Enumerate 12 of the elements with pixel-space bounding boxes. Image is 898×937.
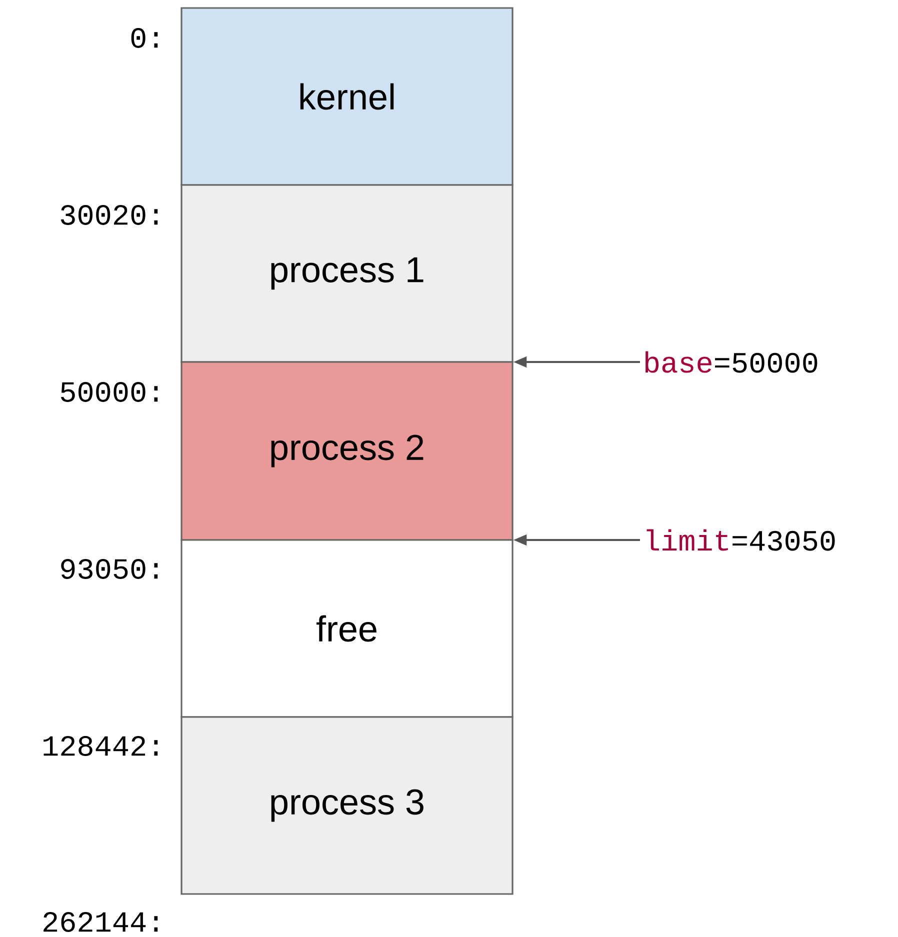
address-label: 50000: xyxy=(60,382,158,402)
memory-block: free xyxy=(180,539,514,718)
memory-block: kernel xyxy=(180,7,514,186)
memory-block: process 2 xyxy=(180,361,514,541)
address-label: 93050: xyxy=(61,559,158,579)
register-label: base=50000 xyxy=(646,351,818,373)
address-label: 30020: xyxy=(60,205,158,225)
register-label: limit=43050 xyxy=(646,529,835,551)
memory-block: process 1 xyxy=(180,184,514,363)
memory-block: process 3 xyxy=(180,716,514,895)
address-label: 262144: xyxy=(44,912,158,932)
address-label: 128442: xyxy=(44,736,158,756)
